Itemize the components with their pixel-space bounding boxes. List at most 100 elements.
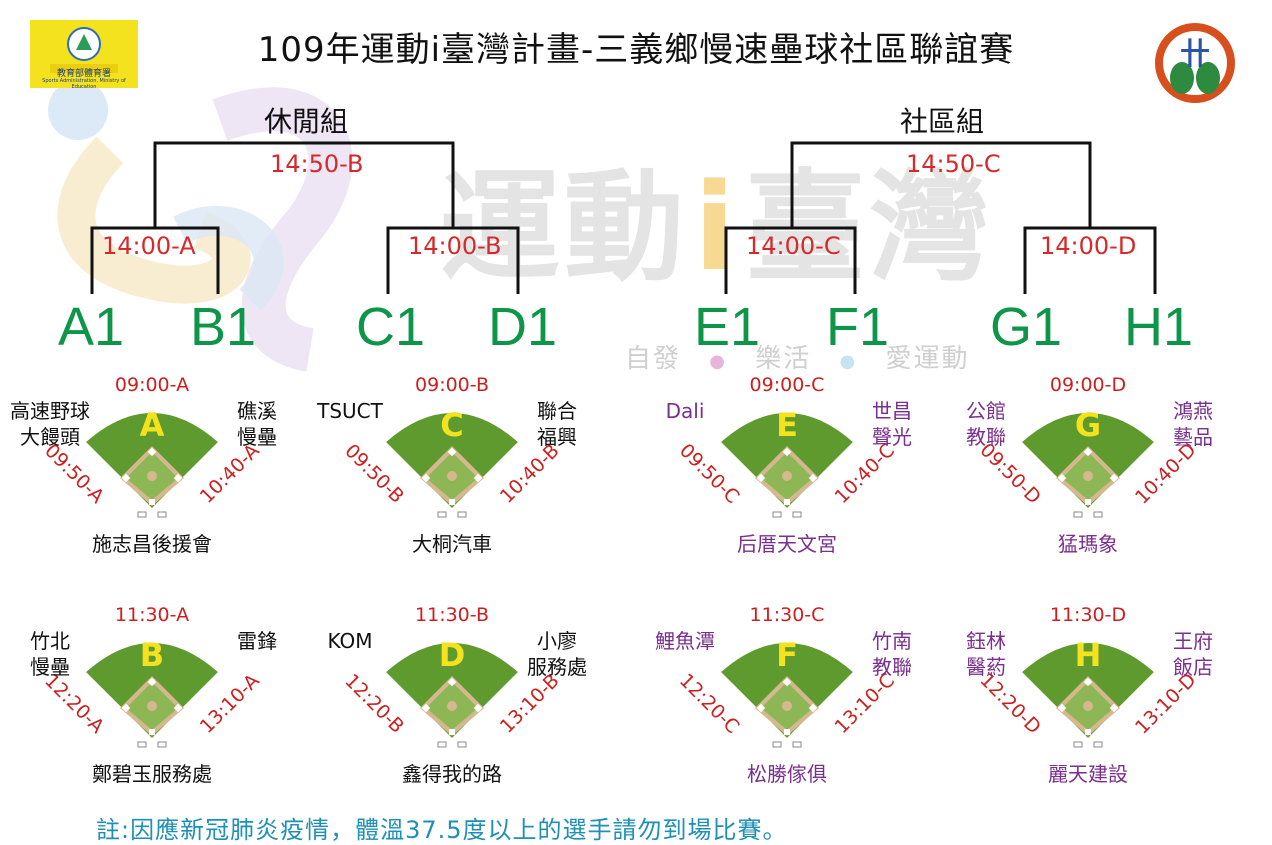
page-title: 109年運動i臺灣計畫-三義鄉慢速壘球社區聯誼賽 xyxy=(257,30,1015,70)
field-card-f: 11:30-C F 12:20-C 13:10-C 鯉魚潭 竹南教聯 松勝傢俱 xyxy=(635,604,939,788)
field-letter: E xyxy=(776,406,798,444)
team-name-line: 聲光 xyxy=(872,425,912,449)
tournament-bracket xyxy=(90,141,1157,294)
team-name-line: 高速野球 xyxy=(10,399,90,423)
team-bottom: 猛瑪象 xyxy=(1058,532,1118,556)
field-card-b: 11:30-A B 12:20-A 13:10-A 竹北慢壘 雷鋒 鄭碧玉服務處 xyxy=(0,604,304,788)
team-name-line: 教聯 xyxy=(872,655,912,679)
field-letter: A xyxy=(140,406,165,444)
team-bottom: 麗天建設 xyxy=(1048,762,1128,786)
field-letter: B xyxy=(140,636,164,674)
sports-administration-logo: 教育部體育署 Sports Administration, Ministry o… xyxy=(30,20,138,90)
baseball-field-icon: G 09:50-D 10:40-D xyxy=(976,406,1200,518)
team-left: 鯉魚潭 xyxy=(635,628,735,654)
emblem-icon: 卄 xyxy=(1155,23,1235,103)
team-right: 王府飯店 xyxy=(1146,628,1240,680)
field-top-time: 09:00-B xyxy=(415,374,489,396)
team-right: 竹南教聯 xyxy=(845,628,939,680)
field-top-time: 09:00-D xyxy=(1049,374,1127,396)
team-name-line: TSUCT xyxy=(317,399,383,423)
seed-code: E1 xyxy=(694,297,761,357)
team-name-line: 飯店 xyxy=(1173,655,1213,679)
field-top-time: 11:30-D xyxy=(1049,604,1127,626)
field-letter: F xyxy=(776,636,798,674)
team-name-line: 慢壘 xyxy=(237,425,277,449)
team-right: 聯合福興 xyxy=(510,398,604,450)
group-label-leisure: 休閒組 xyxy=(264,105,349,138)
team-left: TSUCT xyxy=(300,398,400,424)
baseball-field-icon: F 12:20-C 13:10-C xyxy=(675,636,899,748)
field-top-time: 11:30-C xyxy=(749,604,825,626)
team-bottom: 鄭碧玉服務處 xyxy=(92,762,212,786)
semi-time: 14:00-D xyxy=(1040,232,1137,260)
baseball-field-icon: E 09:50-C 10:40-C xyxy=(675,406,899,518)
team-name-line: 鴻燕 xyxy=(1173,399,1213,423)
slogan-item: 自發 xyxy=(625,344,682,374)
semi-time: 14:00-C xyxy=(746,232,841,260)
baseball-field-icon: C 09:50-B 10:40-B xyxy=(340,406,564,518)
footer-note: 註:因應新冠肺炎疫情，體溫37.5度以上的選手請勿到場比賽。 xyxy=(96,816,788,844)
team-right: 礁溪慢壘 xyxy=(210,398,304,450)
team-left: KOM xyxy=(300,628,400,654)
team-name-line: 鈺林 xyxy=(966,629,1006,653)
seed-code: A1 xyxy=(58,297,125,357)
team-name-line: 公館 xyxy=(966,399,1006,423)
team-name-line: 世昌 xyxy=(872,399,912,423)
seed-code: G1 xyxy=(990,297,1063,357)
team-bottom: 松勝傢俱 xyxy=(747,762,827,786)
slogan: 自發 ● 樂活 ● 愛運動 xyxy=(625,344,970,374)
team-name-line: 王府 xyxy=(1173,629,1213,653)
field-card-d: 11:30-B D 12:20-B 13:10-B KOM 小廖服務處 鑫得我的… xyxy=(300,604,604,788)
team-name-line: 雷鋒 xyxy=(237,629,277,653)
team-name-line: 竹北 xyxy=(30,629,70,653)
team-name-line: 鯉魚潭 xyxy=(655,629,715,653)
emblem-glyph: 卄 xyxy=(1180,37,1210,72)
field-card-g: 09:00-D G 09:50-D 10:40-D 公館教聯 鴻燕藝品 猛瑪象 xyxy=(936,374,1240,558)
team-left: 鈺林醫葯 xyxy=(936,628,1036,680)
team-bottom: 施志昌後援會 xyxy=(92,532,212,556)
team-name-line: 藝品 xyxy=(1173,425,1213,449)
field-letter: G xyxy=(1075,406,1101,444)
logo-caption-en: Sports Administration, Ministry of Educa… xyxy=(42,78,126,90)
field-top-time: 09:00-A xyxy=(114,374,190,396)
field-letter: C xyxy=(440,406,463,444)
team-name-line: 聯合 xyxy=(537,399,577,423)
baseball-field-icon: H 12:20-D 13:10-D xyxy=(976,636,1200,748)
team-name-line: 慢壘 xyxy=(30,655,70,679)
team-name-line: 福興 xyxy=(537,425,577,449)
team-bottom: 后厝天文宮 xyxy=(737,532,837,556)
field-top-time: 09:00-C xyxy=(749,374,825,396)
semi-time: 14:00-B xyxy=(408,232,502,260)
seed-code: D1 xyxy=(488,297,558,357)
field-card-e: 09:00-C E 09:50-C 10:40-C Dali 世昌聲光 后厝天文… xyxy=(635,374,939,558)
field-top-time: 11:30-A xyxy=(114,604,190,626)
team-name-line: 礁溪 xyxy=(237,399,277,423)
team-name-line: 服務處 xyxy=(527,655,587,679)
logo-caption-cn: 教育部體育署 xyxy=(56,69,111,79)
seed-code: H1 xyxy=(1124,297,1194,357)
team-name-line: 教聯 xyxy=(966,425,1006,449)
seed-code: F1 xyxy=(826,297,890,357)
team-left: 公館教聯 xyxy=(936,398,1036,450)
field-letter: D xyxy=(439,636,466,674)
team-left: Dali xyxy=(635,398,735,424)
team-left: 竹北慢壘 xyxy=(0,628,100,680)
slogan-item: 樂活 xyxy=(755,344,812,374)
final-time: 14:50-C xyxy=(906,150,1001,178)
field-top-time: 11:30-B xyxy=(415,604,489,626)
team-name-line: 小廖 xyxy=(537,629,577,653)
baseball-field-icon: A 09:50-A 10:40-A xyxy=(40,406,264,518)
team-bottom: 大桐汽車 xyxy=(412,532,492,556)
team-name-line: Dali xyxy=(665,399,705,423)
slogan-item: 愛運動 xyxy=(885,344,970,374)
team-right: 小廖服務處 xyxy=(510,628,604,680)
field-card-h: 11:30-D H 12:20-D 13:10-D 鈺林醫葯 王府飯店 麗天建設 xyxy=(936,604,1240,788)
team-name-line: 竹南 xyxy=(872,629,912,653)
baseball-field-icon: D 12:20-B 13:10-B xyxy=(340,636,564,748)
field-letter: H xyxy=(1075,636,1102,674)
seed-code: C1 xyxy=(356,297,426,357)
team-right: 雷鋒 xyxy=(210,628,304,654)
team-name-line: KOM xyxy=(327,629,373,653)
baseball-field-icon: B 12:20-A 13:10-A xyxy=(40,636,264,748)
